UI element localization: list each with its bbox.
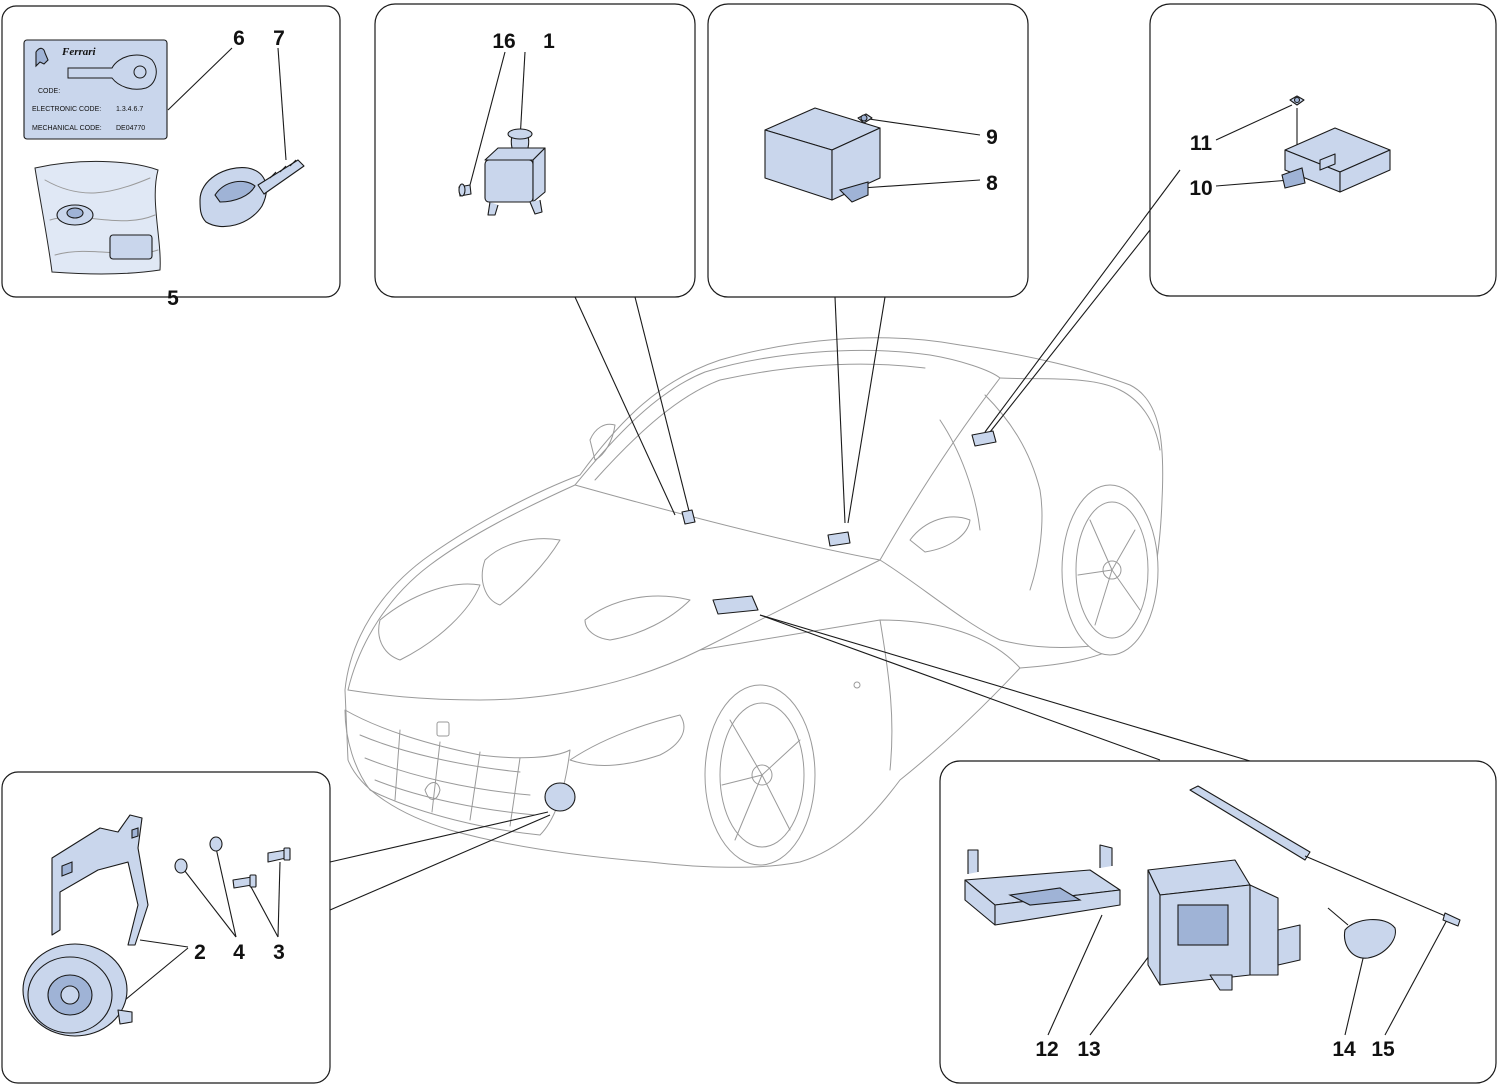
- tag-mechanical-label: MECHANICAL CODE:: [32, 125, 102, 132]
- callout-6: 6: [233, 27, 245, 50]
- callout-7: 7: [273, 27, 285, 50]
- module-unit: [764, 107, 881, 203]
- callout-8: 8: [986, 172, 998, 195]
- tag-code-label: CODE:: [38, 88, 60, 95]
- siren-assembly: [22, 814, 291, 1037]
- key-outline-icon: [67, 54, 157, 90]
- callout-3: 3: [273, 941, 285, 964]
- callout-1: 1: [543, 30, 555, 53]
- callout-15: 15: [1371, 1038, 1395, 1061]
- callout-numbers: 1 2 3 4 5 6 7 8 9 10 11 12 13 14 15 16: [167, 27, 1395, 1061]
- callout-12: 12: [1035, 1038, 1058, 1061]
- tag-electronic-value: 1.3.4.6.7: [116, 106, 143, 113]
- callout-2: 2: [194, 941, 206, 964]
- callout-13: 13: [1077, 1038, 1100, 1061]
- tag-mechanical-value: DE04770: [116, 125, 145, 132]
- callout-9: 9: [986, 126, 998, 149]
- callout-4: 4: [233, 941, 245, 964]
- callout-14: 14: [1332, 1038, 1356, 1061]
- callout-10: 10: [1189, 177, 1212, 200]
- prancing-horse-icon: [35, 47, 49, 68]
- receiver-unit: [1281, 95, 1391, 193]
- panel-siren: [1, 771, 331, 1084]
- leader-lines: [124, 47, 1449, 1036]
- tag-brand: Ferrari: [61, 46, 97, 58]
- car-part-locations: [544, 430, 997, 812]
- code-tag: Ferrari CODE: ELECTRONIC CODE: 1.3.4.6.7…: [23, 39, 168, 140]
- callout-16: 16: [492, 30, 515, 53]
- callout-11: 11: [1190, 132, 1213, 155]
- lock-set-bag: [34, 160, 161, 275]
- callout-5: 5: [167, 287, 179, 310]
- control-unit-assembly: [964, 785, 1461, 991]
- tag-electronic-label: ELECTRONIC CODE:: [32, 106, 101, 113]
- remote-key: [199, 159, 305, 228]
- sensor-assembly: [458, 128, 546, 216]
